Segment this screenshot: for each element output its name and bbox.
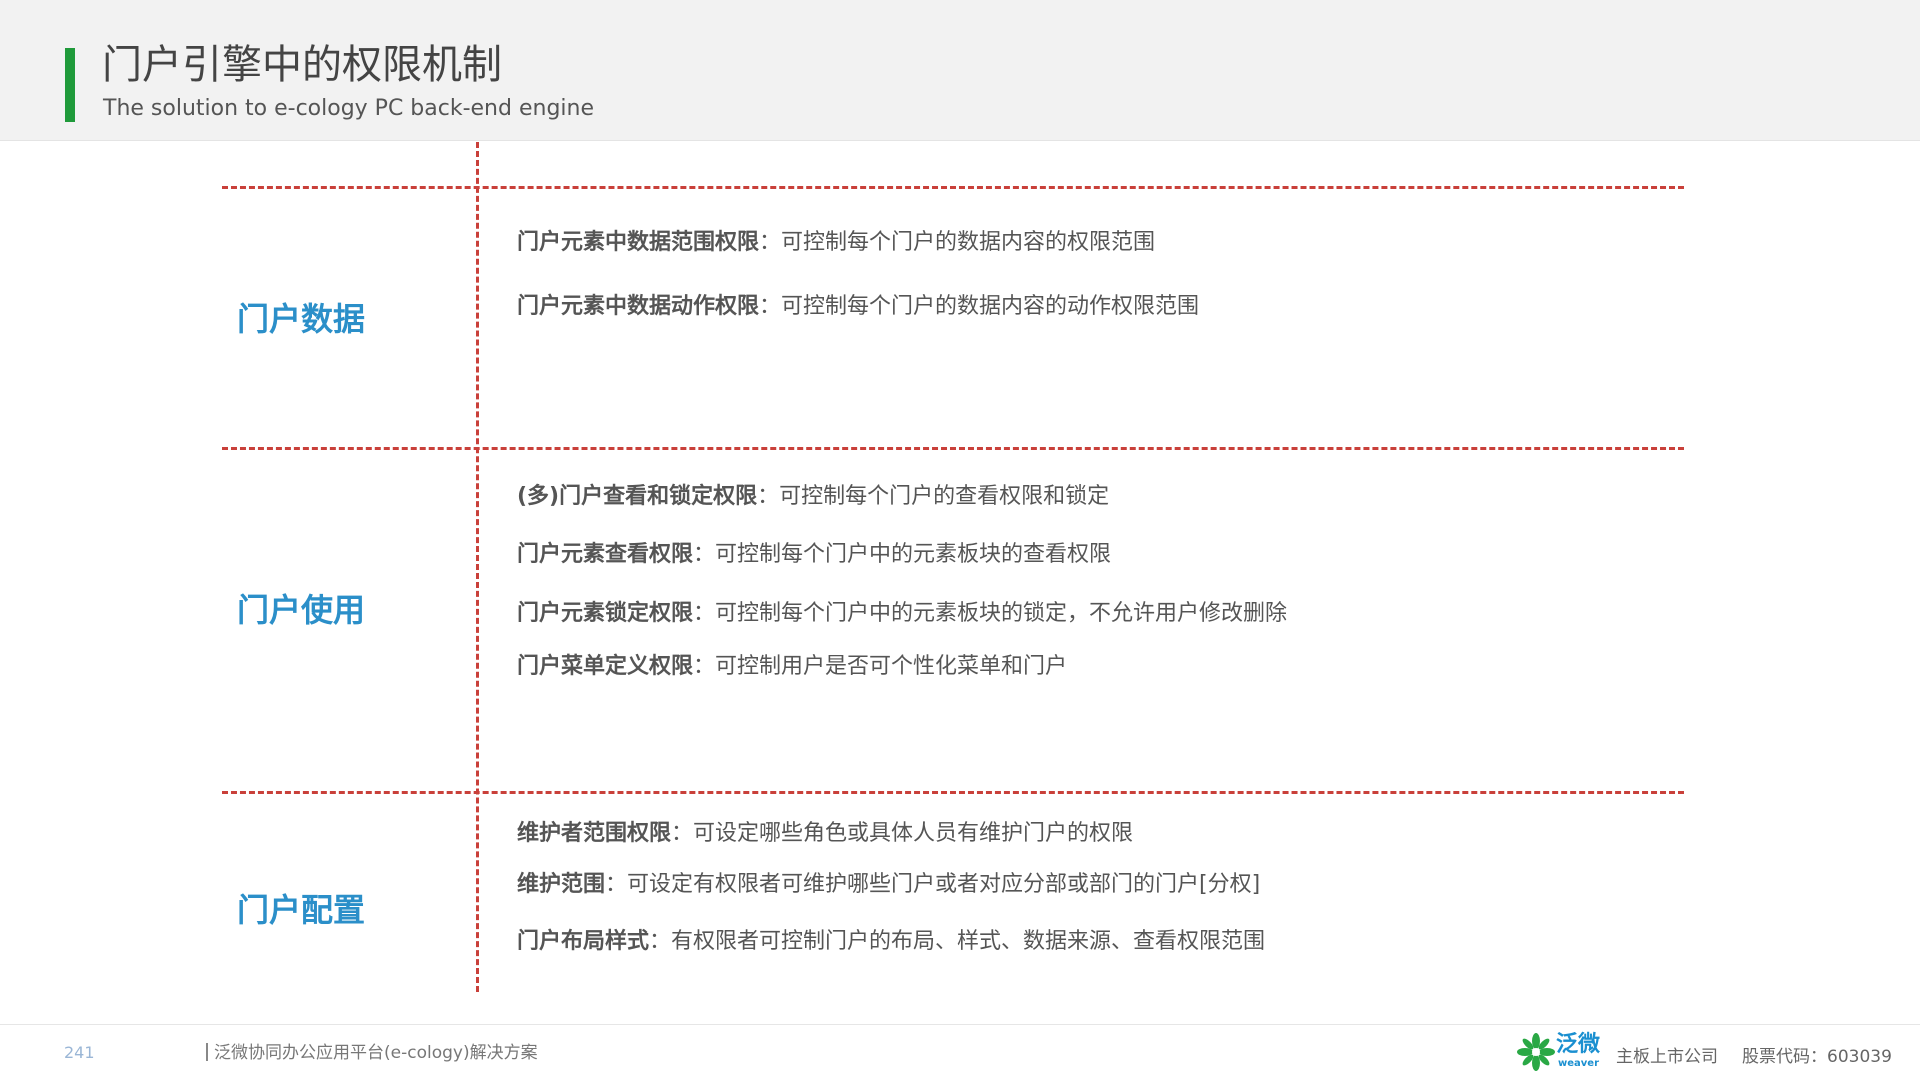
item-desc: ：可控制每个门户的查看权限和锁定 bbox=[757, 484, 1110, 509]
footer-text: 泛微协同办公应用平台(e-cology)解决方案 bbox=[206, 1042, 538, 1064]
item-desc: ：可控制每个门户中的元素板块的锁定，不允许用户修改删除 bbox=[693, 601, 1288, 626]
listing-text: 主板上市公司 bbox=[1616, 1047, 1718, 1067]
divider-top bbox=[222, 186, 1684, 189]
section-label-portal-config: 门户配置 bbox=[237, 891, 366, 929]
page-subtitle: The solution to e-cology PC back-end eng… bbox=[103, 96, 594, 121]
divider-bottom bbox=[222, 791, 1684, 794]
company-logo: 泛微 weaver bbox=[1516, 1030, 1600, 1076]
list-item: 门户元素中数据范围权限：可控制每个门户的数据内容的权限范围 bbox=[517, 228, 1155, 258]
item-term: (多)门户查看和锁定权限 bbox=[517, 484, 758, 509]
page-number: 241 bbox=[64, 1043, 95, 1062]
item-desc: ：有权限者可控制门户的布局、样式、数据来源、查看权限范围 bbox=[649, 929, 1266, 954]
page-title: 门户引擎中的权限机制 bbox=[102, 42, 502, 88]
item-term: 门户布局样式 bbox=[517, 929, 650, 954]
item-desc: ：可控制每个门户中的元素板块的查看权限 bbox=[693, 542, 1112, 567]
list-item: (多)门户查看和锁定权限：可控制每个门户的查看权限和锁定 bbox=[517, 482, 1109, 512]
item-desc: ：可控制用户是否可个性化菜单和门户 bbox=[693, 654, 1068, 679]
list-item: 门户菜单定义权限：可控制用户是否可个性化菜单和门户 bbox=[517, 652, 1067, 682]
list-item: 门户元素查看权限：可控制每个门户中的元素板块的查看权限 bbox=[517, 540, 1111, 570]
list-item: 维护范围：可设定有权限者可维护哪些门户或者对应分部或部门的门户[分权] bbox=[517, 870, 1260, 900]
list-item: 门户元素锁定权限：可控制每个门户中的元素板块的锁定，不允许用户修改删除 bbox=[517, 599, 1287, 629]
list-item: 维护者范围权限：可设定哪些角色或具体人员有维护门户的权限 bbox=[517, 819, 1133, 849]
item-desc: ：可设定哪些角色或具体人员有维护门户的权限 bbox=[671, 821, 1134, 846]
item-term: 门户元素查看权限 bbox=[517, 542, 694, 567]
header: 门户引擎中的权限机制 The solution to e-cology PC b… bbox=[0, 0, 1920, 141]
divider-middle bbox=[222, 447, 1684, 450]
item-desc: ：可设定有权限者可维护哪些门户或者对应分部或部门的门户[分权] bbox=[605, 872, 1261, 897]
list-item: 门户元素中数据动作权限：可控制每个门户的数据内容的动作权限范围 bbox=[517, 292, 1199, 322]
weaver-flower-icon bbox=[1517, 1033, 1555, 1071]
item-term: 门户菜单定义权限 bbox=[517, 654, 694, 679]
vertical-divider bbox=[476, 142, 479, 992]
logo-text-cn: 泛微 bbox=[1556, 1032, 1601, 1057]
section-label-portal-usage: 门户使用 bbox=[237, 591, 366, 629]
item-term: 门户元素中数据范围权限 bbox=[517, 230, 760, 255]
logo-text-en: weaver bbox=[1558, 1058, 1600, 1069]
item-term: 维护范围 bbox=[517, 872, 606, 897]
list-item: 门户布局样式：有权限者可控制门户的布局、样式、数据来源、查看权限范围 bbox=[517, 927, 1265, 957]
stock-code: 股票代码：603039 bbox=[1742, 1047, 1892, 1067]
item-term: 门户元素中数据动作权限 bbox=[517, 294, 760, 319]
title-accent-bar bbox=[65, 48, 75, 122]
item-term: 门户元素锁定权限 bbox=[517, 601, 694, 626]
item-desc: ：可控制每个门户的数据内容的动作权限范围 bbox=[759, 294, 1200, 319]
footer-divider bbox=[0, 1024, 1920, 1025]
section-label-portal-data: 门户数据 bbox=[237, 300, 366, 338]
item-desc: ：可控制每个门户的数据内容的权限范围 bbox=[759, 230, 1156, 255]
item-term: 维护者范围权限 bbox=[517, 821, 672, 846]
